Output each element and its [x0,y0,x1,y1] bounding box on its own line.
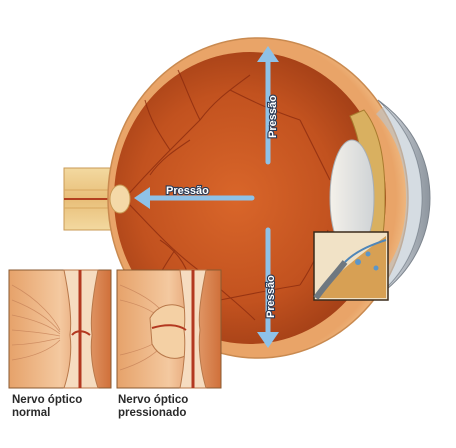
inset-normal-optic-nerve [9,270,111,388]
caption-normal-line2: normal [12,407,82,420]
inset-pressured-optic-nerve [117,270,221,388]
pressure-label-top: Pressão [267,95,279,138]
caption-normal-optic-nerve: Nervo óptico normal [12,394,82,420]
caption-normal-line1: Nervo óptico [12,394,82,407]
optic-disc [110,185,130,213]
drainage-angle-inset [314,232,388,300]
caption-pressured-line1: Nervo óptico [118,394,188,407]
pressure-label-bottom: Pressão [265,275,277,318]
caption-pressured-line2: pressionado [118,407,188,420]
pressure-label-left: Pressão [166,185,209,197]
caption-pressured-optic-nerve: Nervo óptico pressionado [118,394,188,420]
